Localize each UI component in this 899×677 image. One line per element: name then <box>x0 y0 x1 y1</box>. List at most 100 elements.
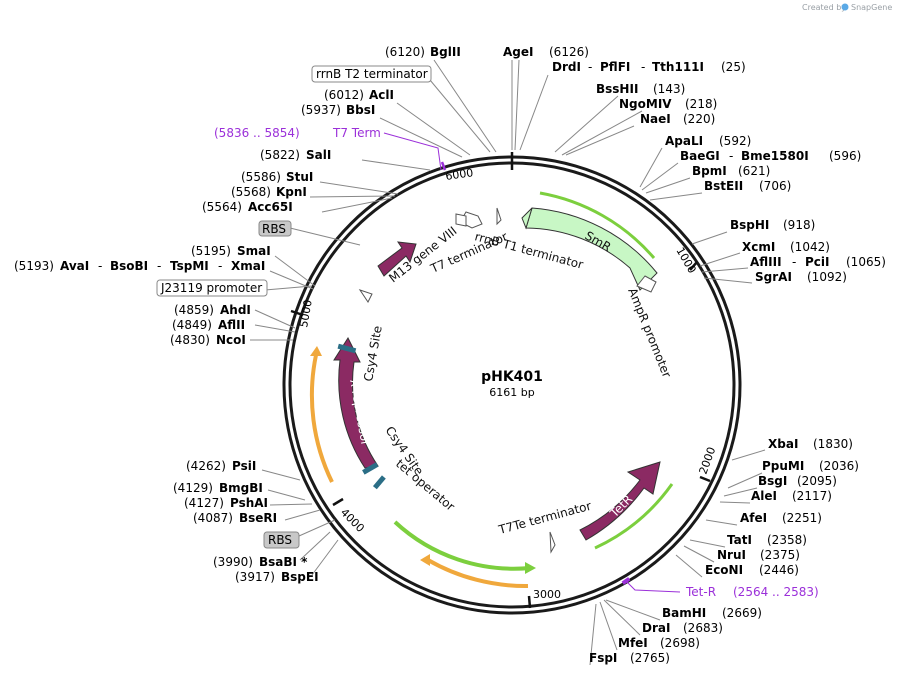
t7te-terminator-label: T7Te terminator <box>496 499 593 537</box>
afei-name[interactable]: AfeI <box>740 511 767 525</box>
rbs-top-box[interactable]: RBS <box>258 220 292 237</box>
tetr-site-marker[interactable] <box>621 577 631 585</box>
alei-name[interactable]: AleI <box>751 489 777 503</box>
naei-pos: (220) <box>683 112 715 126</box>
kpni-name[interactable]: KpnI <box>276 185 307 199</box>
snapgene-logo-icon <box>841 3 849 11</box>
afliii-pos: (1065) <box>846 255 886 269</box>
ncoi-name[interactable]: NcoI <box>216 333 246 347</box>
xcmi-pos: (1042) <box>790 240 830 254</box>
rrnb-t2-box[interactable]: rrnB T2 terminator <box>311 65 432 83</box>
xbai-name[interactable]: XbaI <box>768 437 798 451</box>
tet-operator-marker[interactable] <box>372 475 386 490</box>
csy4-site-bottom-marker[interactable] <box>362 462 379 475</box>
acli-name[interactable]: AclI <box>369 88 394 102</box>
sgrai-name[interactable]: SgrAI <box>755 270 792 284</box>
tati-pos: (2358) <box>767 533 807 547</box>
bpmi-name[interactable]: BpmI <box>692 164 727 178</box>
tetr-site-range: (2564 .. 2583) <box>733 585 819 599</box>
bmgbi-pos: (4129) <box>173 481 213 495</box>
pshai-pos: (4127) <box>184 496 224 510</box>
bsteii-name[interactable]: BstEII <box>704 179 743 193</box>
agei-name[interactable]: AgeI <box>503 45 533 59</box>
csy4-site-top-marker[interactable] <box>337 343 357 354</box>
psii-pos: (4262) <box>186 459 226 473</box>
bsobi-name[interactable]: BsoBI <box>110 259 148 273</box>
drdi-sep1: - <box>588 60 592 74</box>
apali-name[interactable]: ApaLI <box>665 134 703 148</box>
small-arrow-top <box>496 207 502 226</box>
bsphi-name[interactable]: BspHI <box>730 218 769 232</box>
green-arc-bottom <box>393 520 531 571</box>
bamhi-name[interactable]: BamHI <box>662 606 706 620</box>
bsshii-name[interactable]: BssHII <box>596 82 638 96</box>
avai-sep1: - <box>98 259 102 273</box>
orange-arc-bottom <box>427 558 529 589</box>
xbai-pos: (1830) <box>813 437 853 451</box>
sgrai-pos: (1092) <box>807 270 847 284</box>
stui-pos: (5586) <box>241 170 281 184</box>
pshai-name[interactable]: PshAI <box>230 496 268 510</box>
tspmi-name[interactable]: TspMI <box>170 259 209 273</box>
naei-name[interactable]: NaeI <box>640 112 671 126</box>
psii-name[interactable]: PsiI <box>232 459 256 473</box>
fspi-name[interactable]: FspI <box>589 651 617 665</box>
bbsi-name[interactable]: BbsI <box>346 103 375 117</box>
tick-6000: 6000 <box>445 166 475 183</box>
baegi-name[interactable]: BaeGI <box>680 149 720 163</box>
m13-gene-viii-arrow[interactable] <box>377 241 417 277</box>
t7te-glyph <box>549 531 556 554</box>
mfei-name[interactable]: MfeI <box>618 636 648 650</box>
bglii-name[interactable]: BglII <box>430 45 461 59</box>
ngomiv-pos: (218) <box>685 97 717 111</box>
agei-pos: (6126) <box>549 45 589 59</box>
stui-name[interactable]: StuI <box>286 170 313 184</box>
smai-name[interactable]: SmaI <box>237 244 271 258</box>
avai-sep2: - <box>157 259 161 273</box>
ahdi-name[interactable]: AhdI <box>220 303 251 317</box>
baegi-sep: - <box>729 149 733 163</box>
ppumi-name[interactable]: PpuMI <box>762 459 804 473</box>
afliii-sep: - <box>792 255 796 269</box>
ngomiv-name[interactable]: NgoMIV <box>619 97 672 111</box>
tetr-arrow[interactable] <box>579 461 661 541</box>
baegi-pos: (596) <box>829 149 861 163</box>
rbs-bottom-box[interactable]: RBS <box>263 531 300 549</box>
sali-name[interactable]: SalI <box>306 148 331 162</box>
bsgi-name[interactable]: BsgI <box>758 474 787 488</box>
tati-name[interactable]: TatI <box>727 533 752 547</box>
drdi-pos: (25) <box>721 60 746 74</box>
afliii-name[interactable]: AflIII <box>750 255 782 269</box>
pcii-name[interactable]: PciI <box>805 255 830 269</box>
econi-name[interactable]: EcoNI <box>705 563 743 577</box>
green-arc-bottom-tip <box>525 562 536 574</box>
fspi-pos: (2765) <box>630 651 670 665</box>
tth111i-name[interactable]: Tth111I <box>652 60 704 74</box>
aflii-name[interactable]: AflII <box>218 318 245 332</box>
bme1580i-name[interactable]: Bme1580I <box>741 149 809 163</box>
csy4-site-top-label: Csy4 Site <box>361 325 385 383</box>
avai-name[interactable]: AvaI <box>60 259 89 273</box>
bsabi-name[interactable]: BsaBI * <box>259 555 308 569</box>
pflfi-name[interactable]: PflFI <box>600 60 630 74</box>
drai-name[interactable]: DraI <box>642 621 670 635</box>
bseri-name[interactable]: BseRI <box>239 511 277 525</box>
orange-arc-left-tip <box>310 346 322 356</box>
smr-arrow[interactable] <box>525 207 658 291</box>
bsgi-pos: (2095) <box>797 474 837 488</box>
xmai-name[interactable]: XmaI <box>231 259 265 273</box>
smr-highlight <box>539 191 656 259</box>
bmgbi-name[interactable]: BmgBI <box>219 481 263 495</box>
j23119-box[interactable]: J23119 promoter <box>156 279 268 297</box>
bspei-name[interactable]: BspEI <box>281 570 319 584</box>
acc65i-name[interactable]: Acc65I <box>248 200 293 214</box>
avai-sep3: - <box>218 259 222 273</box>
rrnb-t2-label: rrnB T2 terminator <box>316 67 428 81</box>
acli-pos: (6012) <box>324 88 364 102</box>
ampr-promoter-arrow[interactable] <box>636 275 657 293</box>
xcmi-name[interactable]: XcmI <box>742 240 775 254</box>
nrui-name[interactable]: NruI <box>717 548 746 562</box>
t7-glyph <box>455 213 467 227</box>
drdi-name[interactable]: DrdI <box>552 60 581 74</box>
drai-pos: (2683) <box>683 621 723 635</box>
